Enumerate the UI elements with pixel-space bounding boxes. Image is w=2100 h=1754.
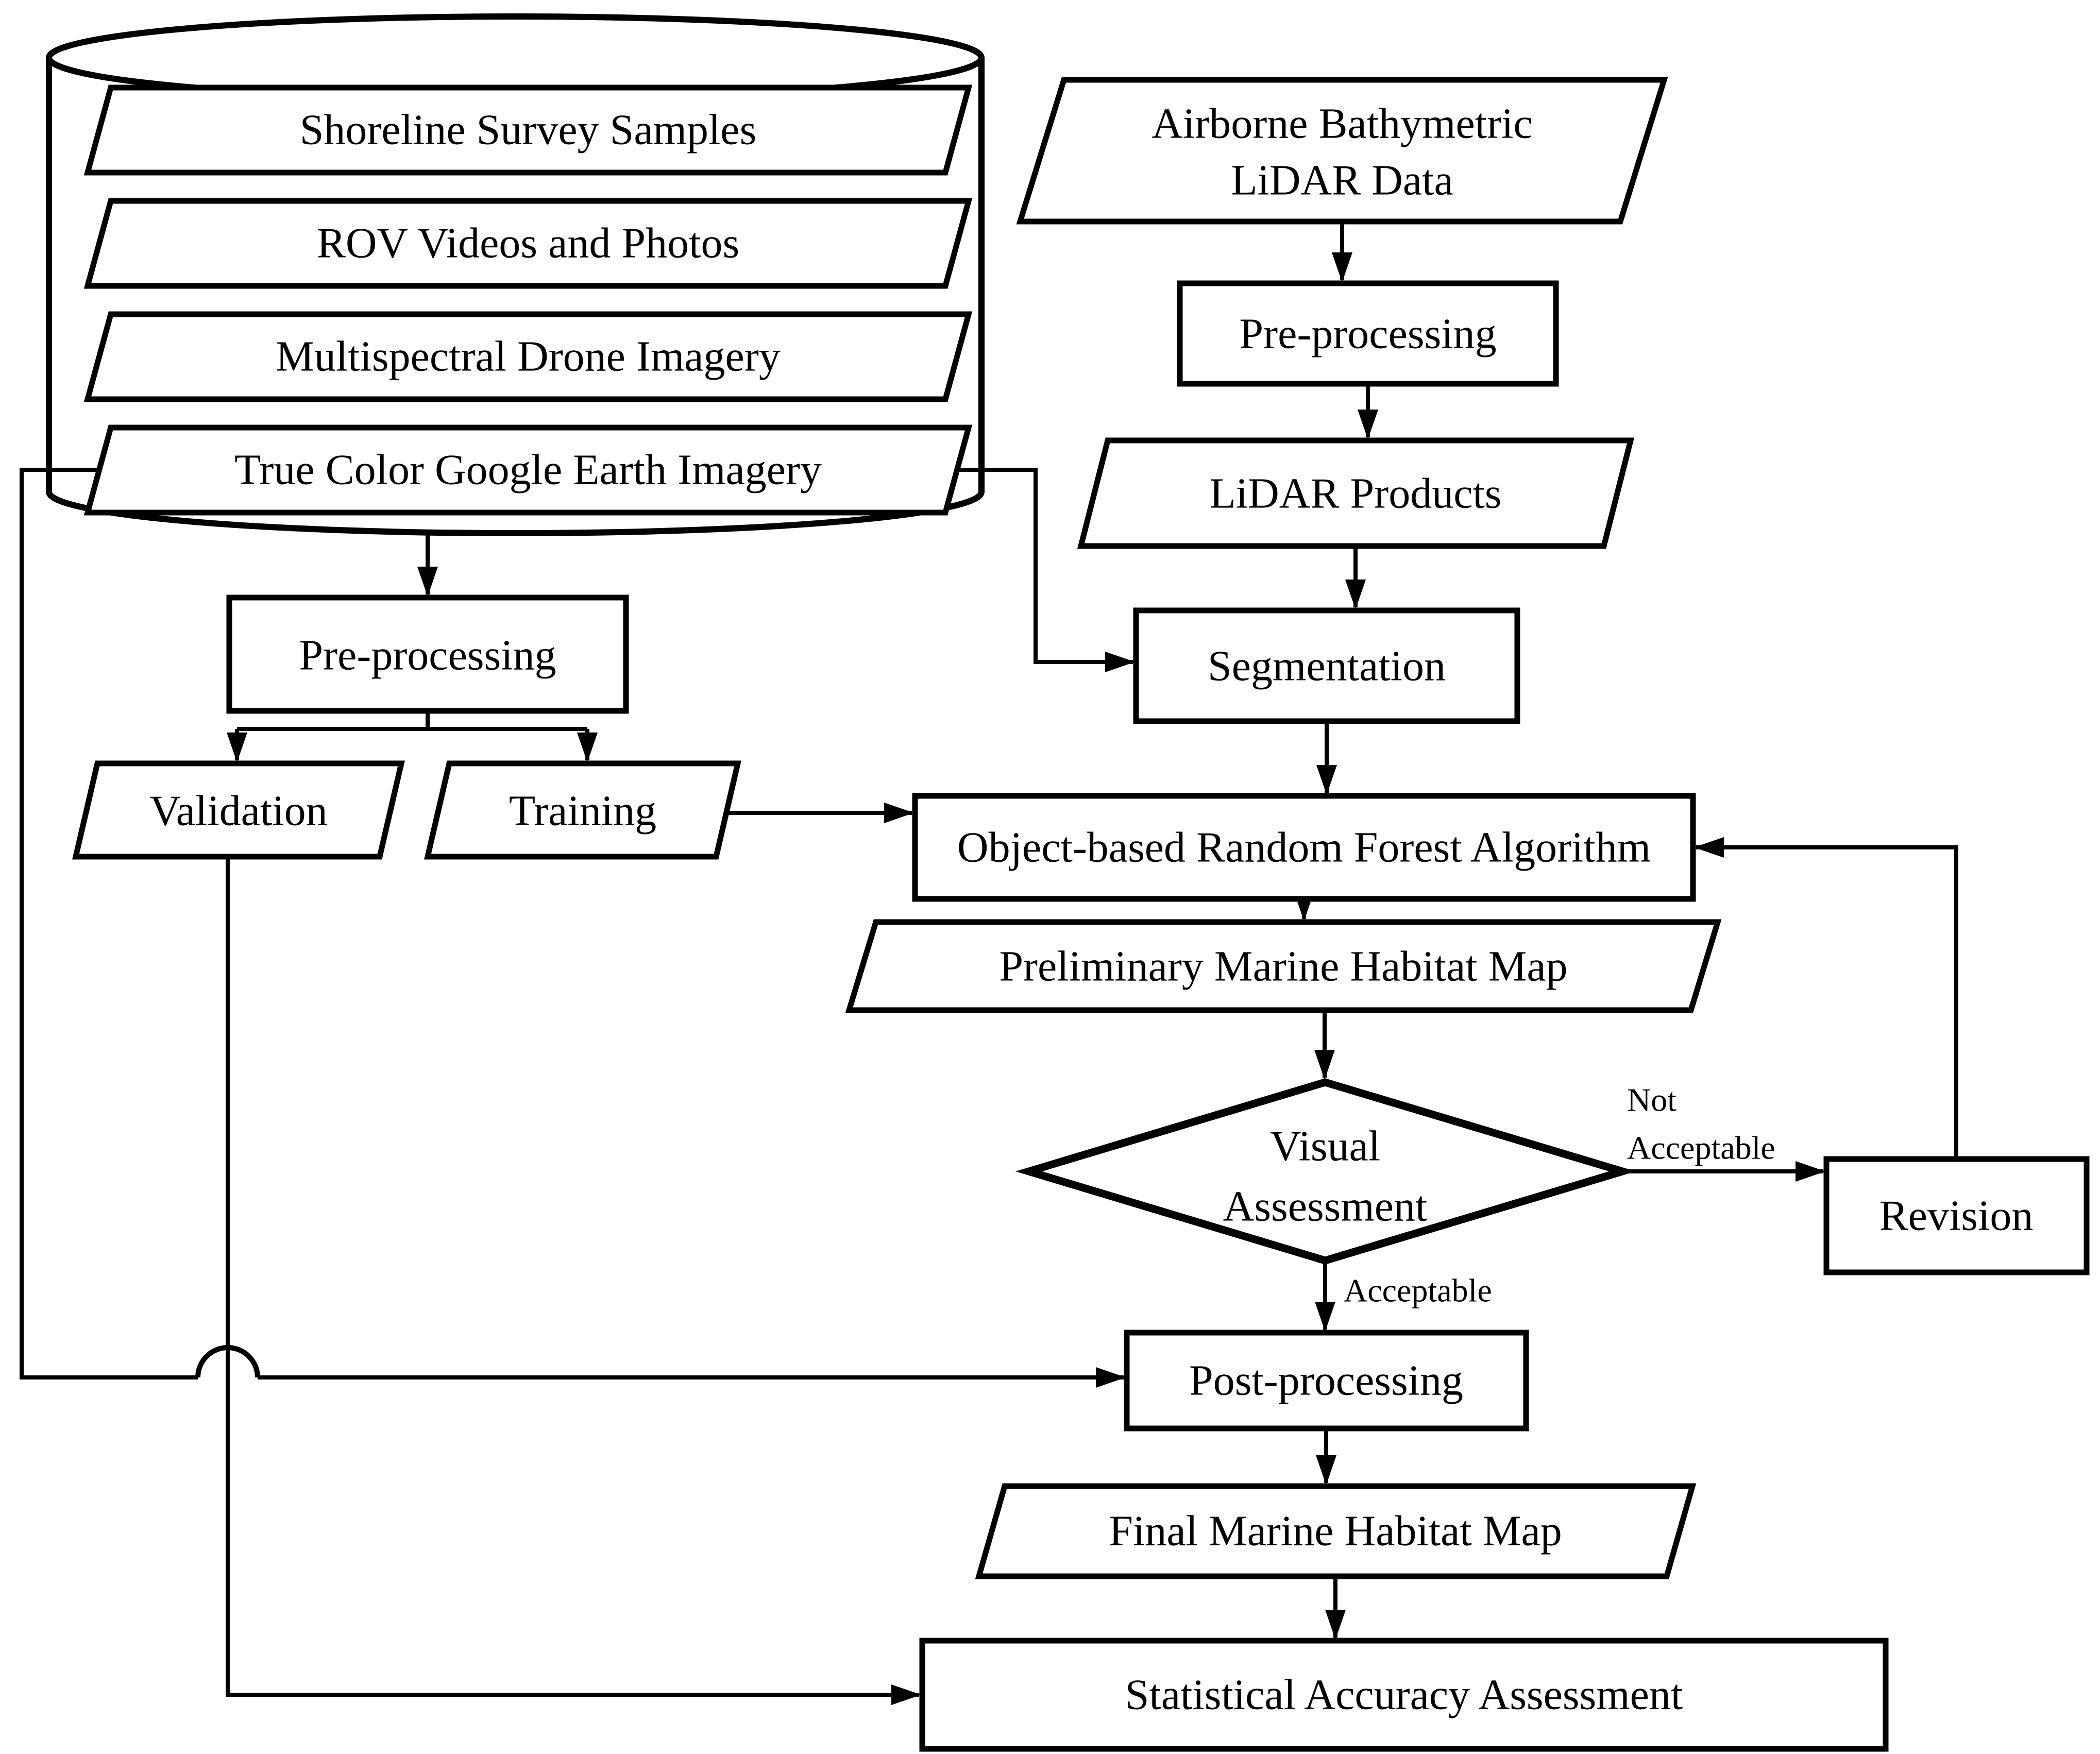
training-label: Training bbox=[509, 787, 656, 835]
postprocessing-rect bbox=[1124, 1330, 1529, 1432]
training-parallelogram bbox=[424, 760, 741, 860]
node-final-marine-habitat-map: Final Marine Habitat Map bbox=[975, 1483, 1697, 1579]
validation-label: Validation bbox=[149, 787, 327, 835]
preprocessing-left-rect bbox=[226, 594, 629, 714]
preprocessing-left-label: Pre-processing bbox=[299, 632, 556, 679]
airborne-label-line1: Airborne Bathymetric bbox=[1151, 100, 1532, 148]
segmentation-label: Segmentation bbox=[1208, 642, 1446, 690]
acceptable-label: Acceptable bbox=[1344, 1272, 1492, 1309]
node-training: Training bbox=[424, 760, 741, 860]
final-map-parallelogram bbox=[975, 1483, 1697, 1579]
statistical-label: Statistical Accuracy Assessment bbox=[1125, 1671, 1683, 1719]
preprocessing-right-rect bbox=[1177, 280, 1559, 387]
node-multispectral-drone-imagery: Multispectral Drone Imagery bbox=[83, 311, 973, 402]
node-segmentation: Segmentation bbox=[1133, 607, 1520, 724]
visual-assessment-label-line2: Assessment bbox=[1223, 1183, 1428, 1231]
drone-parallelogram bbox=[83, 311, 973, 402]
node-shoreline-survey-samples: Shoreline Survey Samples bbox=[83, 84, 973, 176]
random-forest-label: Object-based Random Forest Algorithm bbox=[957, 824, 1651, 872]
edge-validation-to-statistical bbox=[226, 857, 921, 1705]
not-acceptable-label-line2: Acceptable bbox=[1627, 1130, 1775, 1166]
shoreline-parallelogram bbox=[83, 84, 973, 176]
edge-labels: Not Acceptable Acceptable bbox=[1344, 1082, 1775, 1309]
lidar-products-parallelogram bbox=[1077, 437, 1635, 549]
node-random-forest: Object-based Random Forest Algorithm bbox=[912, 793, 1696, 902]
edge-preprocessing-left-branch bbox=[237, 711, 587, 731]
node-revision: Revision bbox=[1823, 1156, 2090, 1275]
drone-label: Multispectral Drone Imagery bbox=[276, 333, 781, 381]
airborne-label-line2: LiDAR Data bbox=[1231, 157, 1453, 205]
lidar-products-label: LiDAR Products bbox=[1210, 470, 1502, 518]
database-cylinder bbox=[46, 13, 985, 536]
node-preliminary-marine-habitat-map: Preliminary Marine Habitat Map bbox=[845, 919, 1722, 1013]
rov-parallelogram bbox=[83, 198, 973, 289]
final-map-label: Final Marine Habitat Map bbox=[1109, 1507, 1562, 1555]
node-true-color-google-earth: True Color Google Earth Imagery bbox=[83, 424, 973, 516]
node-statistical-accuracy-assessment: Statistical Accuracy Assessment bbox=[919, 1638, 1889, 1752]
preliminary-map-label: Preliminary Marine Habitat Map bbox=[999, 943, 1567, 991]
preliminary-map-parallelogram bbox=[845, 919, 1722, 1013]
node-visual-assessment: Visual Assessment bbox=[1015, 1078, 1636, 1265]
validation-parallelogram bbox=[72, 760, 405, 860]
preprocessing-right-label: Pre-processing bbox=[1239, 310, 1496, 358]
node-preprocessing-left: Pre-processing bbox=[226, 594, 629, 714]
segmentation-rect bbox=[1133, 607, 1520, 724]
truecolor-label: True Color Google Earth Imagery bbox=[234, 446, 822, 494]
edge-truecolor-to-segmentation bbox=[957, 468, 1135, 672]
node-preprocessing-right: Pre-processing bbox=[1177, 280, 1559, 387]
not-acceptable-label-line1: Not bbox=[1627, 1082, 1676, 1118]
revision-label: Revision bbox=[1879, 1192, 2034, 1240]
statistical-rect bbox=[919, 1638, 1889, 1752]
random-forest-rect bbox=[912, 793, 1696, 902]
edge-truecolor-to-postprocessing-run bbox=[20, 468, 198, 1380]
node-lidar-products: LiDAR Products bbox=[1077, 437, 1635, 549]
node-postprocessing: Post-processing bbox=[1124, 1330, 1529, 1432]
shoreline-label: Shoreline Survey Samples bbox=[300, 106, 757, 154]
edge-revision-to-random-forest bbox=[1694, 837, 1958, 1159]
visual-assessment-label-line1: Visual bbox=[1270, 1122, 1380, 1170]
node-rov-videos-photos: ROV Videos and Photos bbox=[83, 198, 973, 289]
truecolor-parallelogram bbox=[83, 424, 973, 516]
edges bbox=[20, 222, 1958, 1705]
postprocessing-label: Post-processing bbox=[1189, 1357, 1463, 1405]
node-airborne-bathymetric-lidar: Airborne Bathymetric LiDAR Data bbox=[1016, 77, 1668, 225]
visual-assessment-diamond bbox=[1015, 1078, 1636, 1265]
rov-label: ROV Videos and Photos bbox=[317, 219, 739, 267]
airborne-parallelogram bbox=[1016, 77, 1668, 225]
revision-rect bbox=[1823, 1156, 2090, 1275]
node-validation: Validation bbox=[72, 760, 405, 860]
